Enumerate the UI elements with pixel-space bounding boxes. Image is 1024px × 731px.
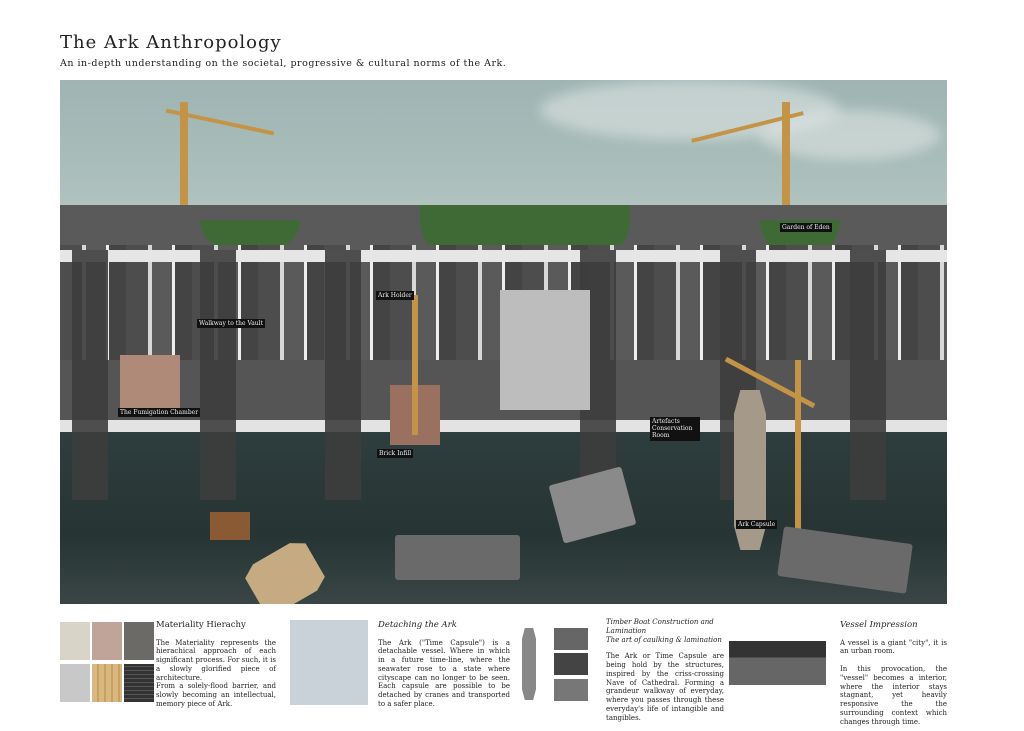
- vessel-photo: [729, 630, 826, 685]
- crane: [180, 102, 188, 207]
- crane: [412, 295, 418, 435]
- section-vessel: Vessel Impression A vessel is a giant "c…: [840, 620, 947, 731]
- section-detaching: Detaching the Ark The Ark ("Time Capsule…: [378, 620, 510, 714]
- pier: [200, 250, 236, 500]
- central-nave: [500, 290, 590, 410]
- swatch-concrete: [124, 622, 154, 660]
- pier: [325, 250, 361, 500]
- crane: [795, 360, 801, 545]
- fumigation-chamber: [120, 355, 180, 410]
- section-text: A vessel is a giant "city", it is an urb…: [840, 638, 947, 656]
- garden: [200, 220, 300, 248]
- section-timber: Timber Boat Construction and Lamination …: [606, 618, 724, 727]
- page-subtitle: An in-depth understanding on the societa…: [60, 58, 507, 69]
- swatch-timber: [92, 664, 122, 702]
- capsule-elevation: [522, 628, 536, 700]
- pier: [850, 250, 886, 500]
- label-ark-capsule: Ark Capsule: [736, 520, 778, 530]
- label-fumigation: The Fumigation Chamber: [118, 408, 201, 418]
- label-ark-holder: Ark Holder: [376, 291, 414, 301]
- section-subtitle: The art of caulking & lamination: [606, 635, 722, 644]
- section-text: The Ark ("Time Capsule") is a detachable…: [378, 638, 510, 708]
- label-brick-infill: Brick Infill: [377, 449, 414, 459]
- swatch-plaster: [60, 664, 90, 702]
- section-text: The Materiality represents the hierachic…: [156, 638, 276, 682]
- page-title: The Ark Anthropology: [60, 32, 282, 53]
- swatch-brick: [92, 622, 122, 660]
- photo: [554, 653, 588, 675]
- swatch-slate: [124, 664, 154, 702]
- photo: [554, 679, 588, 701]
- crane-base: [210, 512, 250, 540]
- cornice: [60, 250, 947, 262]
- photo: [554, 628, 588, 650]
- swatch-terrazzo: [60, 622, 90, 660]
- hero-collage: Garden of Eden Walkway to the Vault Ark …: [60, 80, 947, 604]
- barge: [395, 535, 520, 580]
- detaching-illustration: [290, 620, 368, 705]
- section-title: Detaching the Ark: [378, 620, 457, 630]
- crane: [782, 102, 790, 222]
- ledge: [60, 420, 947, 432]
- section-title: Timber Boat Construction and Lamination: [606, 618, 714, 635]
- label-artefacts: Artefacts Conservation Room: [650, 417, 700, 441]
- label-garden-of-eden: Garden of Eden: [780, 223, 832, 233]
- pier: [72, 250, 108, 500]
- section-materiality: Materiality Hierachy The Materiality rep…: [156, 620, 276, 714]
- label-walkway: Walkway to the Vault: [197, 319, 266, 329]
- section-title: Materiality Hierachy: [156, 620, 246, 630]
- section-text: The Ark or Time Capsule are being hold b…: [606, 652, 724, 722]
- section-title: Vessel Impression: [840, 620, 918, 630]
- section-text: In this provocation, the "vessel" become…: [840, 665, 947, 726]
- section-text: From a solely-flood barrier, and slowly …: [156, 682, 276, 708]
